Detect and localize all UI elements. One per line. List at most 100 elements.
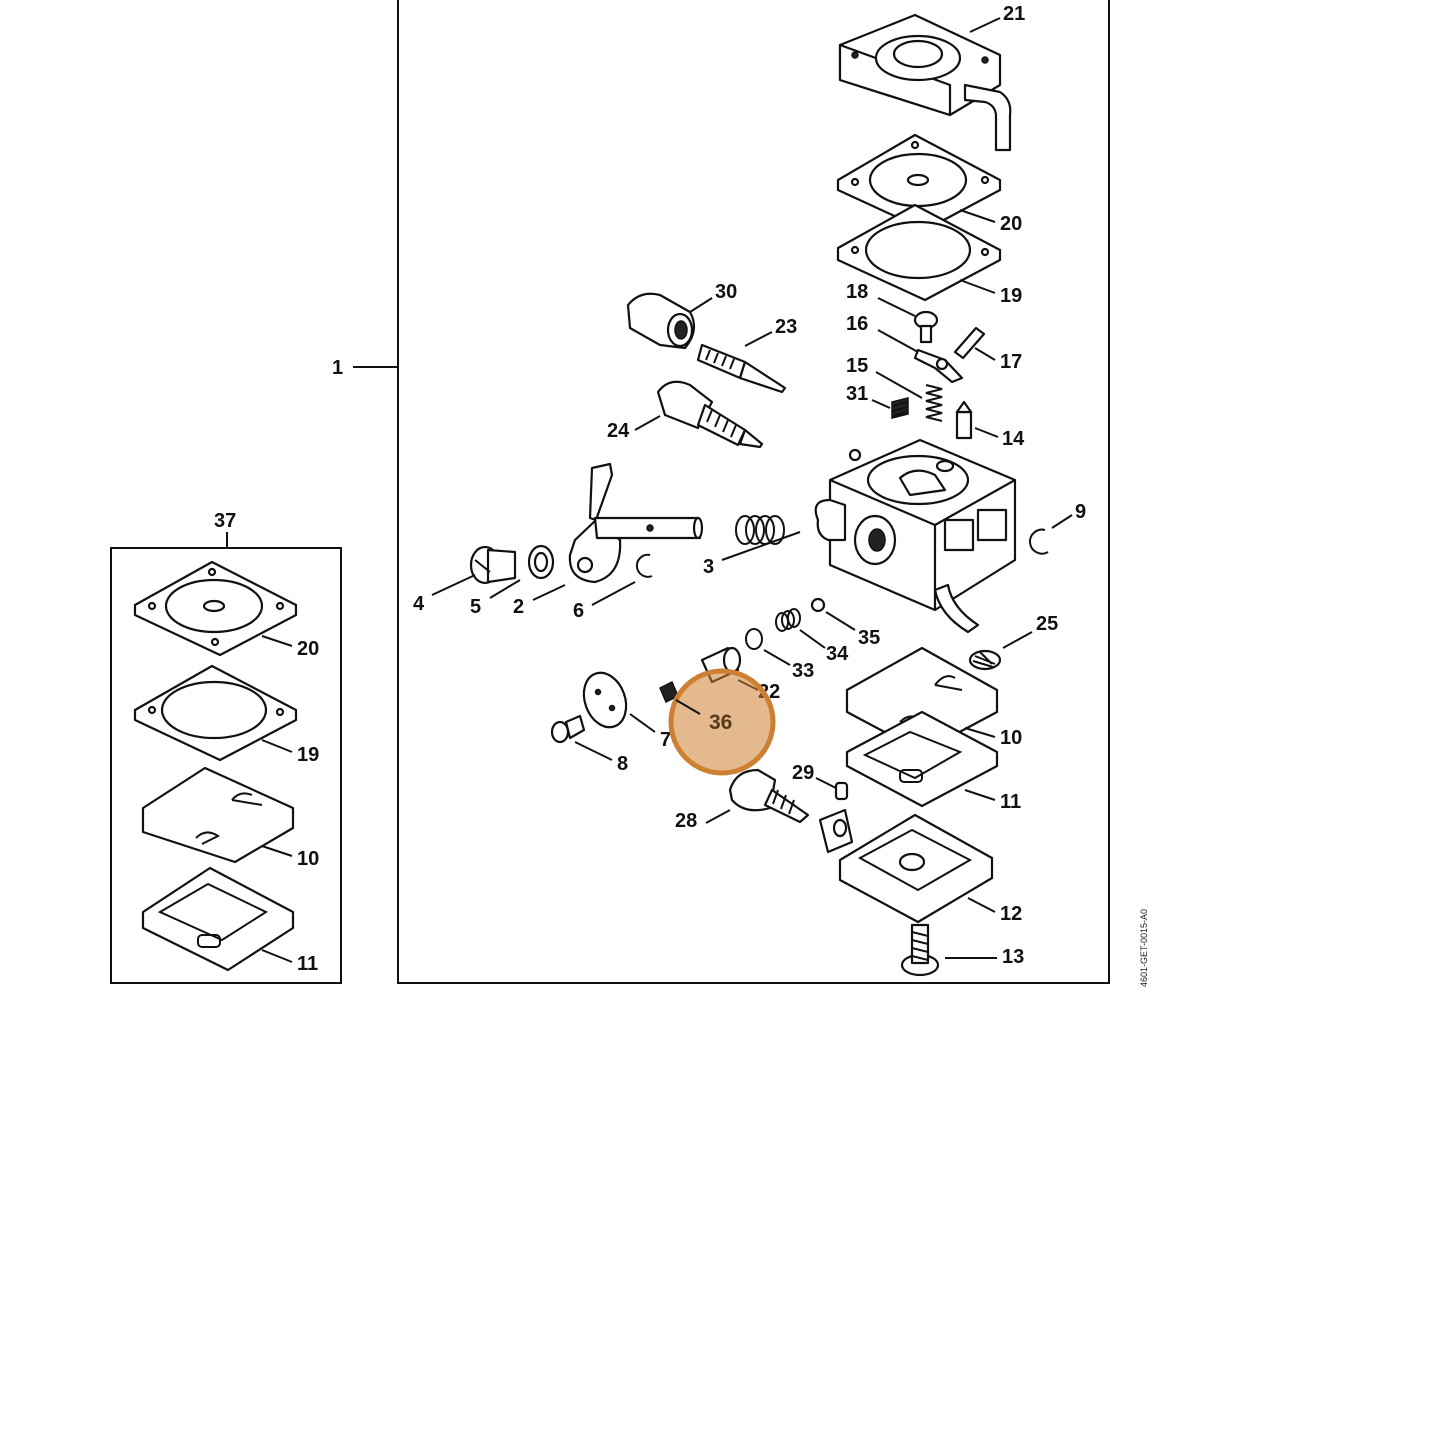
leader-11 <box>964 789 996 801</box>
kit-part-10-diaphragm[interactable] <box>141 766 295 864</box>
leader-10 <box>964 727 996 738</box>
label-8: 8 <box>617 753 628 775</box>
part-31-spring-small[interactable] <box>891 397 909 419</box>
part-33-o-ring[interactable] <box>745 628 763 650</box>
part-20-pump-diaphragm[interactable] <box>836 133 1002 232</box>
leader-6 <box>591 581 636 606</box>
drawing-code: 4601-GET-0015-A0 <box>1139 909 1149 987</box>
part-34-spring[interactable] <box>775 608 801 632</box>
kit-label-11: 11 <box>297 953 318 975</box>
leader-2 <box>532 584 566 601</box>
part-25-strainer[interactable] <box>968 649 1002 671</box>
part-8-screw[interactable] <box>550 714 586 744</box>
label-6: 6 <box>573 600 584 622</box>
leader-33 <box>763 649 791 666</box>
label-28: 28 <box>675 810 697 832</box>
leader-4 <box>431 574 476 596</box>
part-29-pin[interactable] <box>834 781 849 801</box>
kit-leader-11 <box>261 949 293 963</box>
label-15: 15 <box>846 355 868 377</box>
part-15-spring[interactable] <box>925 384 943 422</box>
kit-leader-10 <box>261 845 293 857</box>
part-14-inlet-needle[interactable] <box>955 400 973 440</box>
label-25: 25 <box>1036 613 1058 635</box>
part-24-low-speed-screw[interactable] <box>656 380 764 449</box>
kit-part-11-gasket[interactable] <box>141 866 295 972</box>
part-30-limiter-cap[interactable] <box>626 292 696 350</box>
label-17: 17 <box>1000 351 1022 373</box>
part-13-screw[interactable] <box>900 923 940 977</box>
label-12: 12 <box>1000 903 1022 925</box>
leader-21 <box>969 17 1001 33</box>
leader-8 <box>574 741 613 761</box>
leader-14 <box>974 427 999 438</box>
highlight-marker[interactable] <box>668 668 776 776</box>
leader-25 <box>1002 631 1033 649</box>
label-30: 30 <box>715 281 737 303</box>
part-23-high-speed-screw[interactable] <box>696 343 787 394</box>
label-31: 31 <box>846 383 868 405</box>
part-11-gasket[interactable] <box>845 710 999 808</box>
part-6-e-clip[interactable] <box>635 553 653 578</box>
part-18-screw[interactable] <box>913 310 939 344</box>
leader-9 <box>1051 514 1073 529</box>
leader-23 <box>744 331 773 347</box>
label-2: 2 <box>513 596 524 618</box>
label-20: 20 <box>1000 213 1022 235</box>
label-21: 21 <box>1003 3 1025 25</box>
leader-28 <box>705 809 731 824</box>
part-17-spindle[interactable] <box>953 326 986 360</box>
label-5: 5 <box>470 596 481 618</box>
leader-15 <box>875 371 923 399</box>
leader-7 <box>629 713 656 733</box>
part-21-pump-cover[interactable] <box>838 13 1012 152</box>
label-3: 3 <box>703 556 714 578</box>
part-5-washer[interactable] <box>527 544 555 580</box>
part-9-e-clip[interactable] <box>1028 528 1049 555</box>
kit-label-20: 20 <box>297 638 319 660</box>
part-19-gasket[interactable] <box>836 203 1002 302</box>
label-9: 9 <box>1075 501 1086 523</box>
kit-part-19-gasket[interactable] <box>133 664 298 762</box>
leader-19 <box>959 279 996 294</box>
label-36: 36 <box>709 711 732 734</box>
leader-36 <box>675 699 701 715</box>
label-1: 1 <box>332 357 343 379</box>
leader-3 <box>721 531 801 561</box>
label-37: 37 <box>214 510 236 532</box>
leader-17 <box>974 347 996 361</box>
throttle-shaft-lever[interactable] <box>568 462 704 584</box>
leader-24 <box>634 415 661 431</box>
leader-29 <box>815 777 837 789</box>
label-35: 35 <box>858 627 880 649</box>
leader-18 <box>877 297 916 317</box>
label-18: 18 <box>846 281 868 303</box>
label-23: 23 <box>775 316 797 338</box>
kit-part-20-diaphragm[interactable] <box>133 560 298 657</box>
label-4: 4 <box>413 593 425 615</box>
kit-label-19: 19 <box>297 744 319 766</box>
part-4-screw[interactable] <box>469 545 517 585</box>
label-7: 7 <box>660 729 671 751</box>
label-13: 13 <box>1002 946 1024 968</box>
part-28-pump-fitting[interactable] <box>728 768 810 824</box>
label-34: 34 <box>826 643 849 665</box>
part-10-metering-diaphragm[interactable] <box>845 646 999 754</box>
part-12-metering-cover[interactable] <box>818 808 994 924</box>
part-35-ball[interactable] <box>810 597 826 613</box>
label-10: 10 <box>1000 727 1022 749</box>
part-7-throttle-plate[interactable] <box>577 667 634 733</box>
label-16: 16 <box>846 313 868 335</box>
carburetor-body[interactable] <box>814 438 1017 634</box>
leader-31 <box>871 399 891 409</box>
label-33: 33 <box>792 660 814 682</box>
leader-34 <box>799 629 826 649</box>
label-11: 11 <box>1000 791 1021 813</box>
leader-30 <box>689 297 713 313</box>
leader-35 <box>825 611 856 631</box>
part-16-inlet-lever[interactable] <box>913 348 964 384</box>
label-19: 19 <box>1000 285 1022 307</box>
label-14: 14 <box>1002 428 1025 450</box>
leader-20 <box>959 209 996 223</box>
